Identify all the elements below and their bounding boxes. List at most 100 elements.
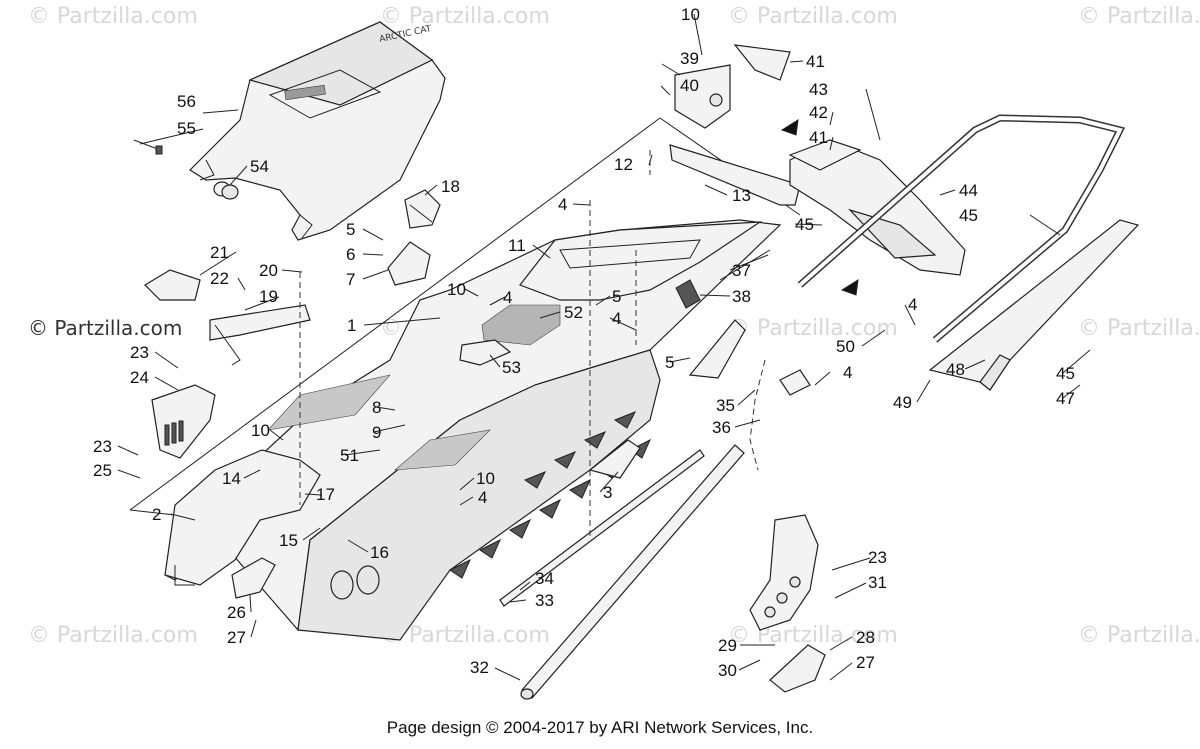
- callout-6[interactable]: 6: [346, 245, 355, 264]
- watermark: © Partzilla.com: [728, 316, 898, 341]
- callout-21[interactable]: 21: [210, 243, 229, 262]
- callout-2[interactable]: 2: [152, 505, 161, 524]
- callout-35[interactable]: 35: [716, 396, 735, 415]
- callout-10-d[interactable]: 10: [681, 5, 700, 24]
- front-plate-2[interactable]: [164, 449, 321, 586]
- callout-24[interactable]: 24: [130, 368, 149, 387]
- rail-34[interactable]: [499, 449, 705, 607]
- pad-52[interactable]: [481, 304, 561, 346]
- callout-53[interactable]: 53: [502, 358, 521, 377]
- callout-38[interactable]: 38: [732, 287, 751, 306]
- callout-4-f[interactable]: 4: [908, 295, 917, 314]
- callout-40[interactable]: 40: [680, 76, 699, 95]
- callout-22[interactable]: 22: [210, 269, 229, 288]
- callout-49[interactable]: 49: [893, 393, 912, 412]
- callout-42[interactable]: 41: [809, 128, 828, 147]
- callout-50[interactable]: 50: [836, 337, 855, 356]
- callout-4-c[interactable]: 4: [478, 488, 487, 507]
- callout-25[interactable]: 25: [93, 461, 112, 480]
- callout-11[interactable]: 11: [508, 236, 526, 255]
- callout-5-c[interactable]: 5: [665, 353, 674, 372]
- callout-17[interactable]: 17: [316, 485, 335, 504]
- bracket-35[interactable]: [688, 319, 746, 379]
- callout-47[interactable]: 47: [1056, 389, 1075, 408]
- callout-18[interactable]: 18: [441, 177, 460, 196]
- callout-7[interactable]: 7: [346, 270, 355, 289]
- callout-23-b[interactable]: 23: [93, 437, 112, 456]
- reflector-38[interactable]: [675, 279, 701, 309]
- callout-55[interactable]: 55: [177, 119, 196, 138]
- bracket-41[interactable]: [733, 44, 791, 81]
- callout-51[interactable]: 51: [340, 446, 359, 465]
- callout-10-a[interactable]: 10: [251, 421, 270, 440]
- callout-28[interactable]: 28: [856, 628, 875, 647]
- callout-12[interactable]: 12: [614, 155, 633, 174]
- callout-45-a[interactable]: 43: [809, 80, 828, 99]
- callout-48[interactable]: 48: [946, 360, 965, 379]
- screw-55[interactable]: [133, 139, 163, 155]
- watermark: © Partzilla.com: [728, 623, 898, 648]
- callout-36[interactable]: 36: [712, 418, 731, 437]
- callout-10-c[interactable]: 10: [476, 469, 495, 488]
- callout-10-b[interactable]: 10: [447, 280, 466, 299]
- callout-13[interactable]: 13: [732, 186, 751, 205]
- callout-16[interactable]: 16: [370, 543, 389, 562]
- callout-45-c[interactable]: 45: [1056, 364, 1075, 383]
- bracket-3[interactable]: [588, 439, 641, 479]
- guard-24[interactable]: [151, 384, 216, 459]
- callout-44[interactable]: 44: [959, 181, 978, 200]
- callout-19[interactable]: 19: [259, 287, 278, 306]
- watermark: © Partzilla.com: [728, 4, 898, 29]
- callout-23-a[interactable]: 23: [130, 343, 149, 362]
- callout-31[interactable]: 31: [868, 573, 887, 592]
- footrest-28[interactable]: [769, 644, 826, 693]
- callout-43[interactable]: 42: [809, 103, 828, 122]
- callout-56[interactable]: 54: [250, 157, 269, 176]
- callout-41[interactable]: 41: [806, 52, 825, 71]
- callout-29[interactable]: 29: [718, 636, 737, 655]
- callout-45-b[interactable]: 45: [795, 215, 814, 234]
- callout-4-d[interactable]: 4: [612, 309, 621, 328]
- callout-4-a[interactable]: 4: [558, 195, 567, 214]
- callout-1[interactable]: 1: [347, 316, 356, 335]
- callout-5[interactable]: 5: [346, 220, 355, 239]
- callout-34[interactable]: 34: [535, 569, 554, 588]
- callout-27-b[interactable]: 27: [856, 653, 875, 672]
- callout-3-a[interactable]: 3: [603, 483, 612, 502]
- callout-9[interactable]: 9: [372, 423, 381, 442]
- callout-15[interactable]: 15: [279, 531, 298, 550]
- callout-52[interactable]: 52: [564, 303, 583, 322]
- footrest-26[interactable]: [231, 557, 276, 599]
- brace-19[interactable]: [209, 304, 311, 366]
- callout-4-e[interactable]: 4: [843, 363, 852, 382]
- callout-30[interactable]: 30: [718, 661, 737, 680]
- callout-27-a[interactable]: 27: [227, 628, 246, 647]
- callout-8[interactable]: 8: [372, 398, 381, 417]
- callout-39[interactable]: 39: [680, 49, 699, 68]
- tunnel-frame[interactable]: [164, 219, 782, 641]
- callout-23-c[interactable]: 23: [868, 548, 887, 567]
- bracket-53[interactable]: [459, 339, 512, 366]
- side-rail-47[interactable]: [928, 219, 1140, 391]
- callout-26[interactable]: 26: [227, 603, 246, 622]
- cable-36[interactable]: [749, 359, 811, 471]
- bushing-56[interactable]: [213, 181, 239, 200]
- foot-plate-31[interactable]: [749, 514, 819, 631]
- rail-33[interactable]: [520, 444, 745, 700]
- callout-46[interactable]: 45: [959, 206, 978, 225]
- callout-37[interactable]: 37: [732, 261, 751, 280]
- bumper-42[interactable]: [788, 139, 862, 171]
- callout-33[interactable]: 33: [535, 591, 554, 610]
- callout-32[interactable]: 32: [470, 658, 489, 677]
- rear-brace-13[interactable]: [669, 144, 801, 206]
- bracket-7[interactable]: [387, 241, 431, 286]
- callout-4-b[interactable]: 4: [503, 288, 512, 307]
- callout-5-b[interactable]: 5: [612, 287, 621, 306]
- callout-14[interactable]: 14: [222, 469, 241, 488]
- callout-20[interactable]: 20: [259, 261, 278, 280]
- callout-54[interactable]: 56: [177, 92, 196, 111]
- rear-bumper-46[interactable]: [797, 114, 1126, 343]
- cover-21[interactable]: [144, 269, 201, 301]
- cover-18[interactable]: [404, 189, 441, 229]
- bracket-39[interactable]: [674, 64, 731, 129]
